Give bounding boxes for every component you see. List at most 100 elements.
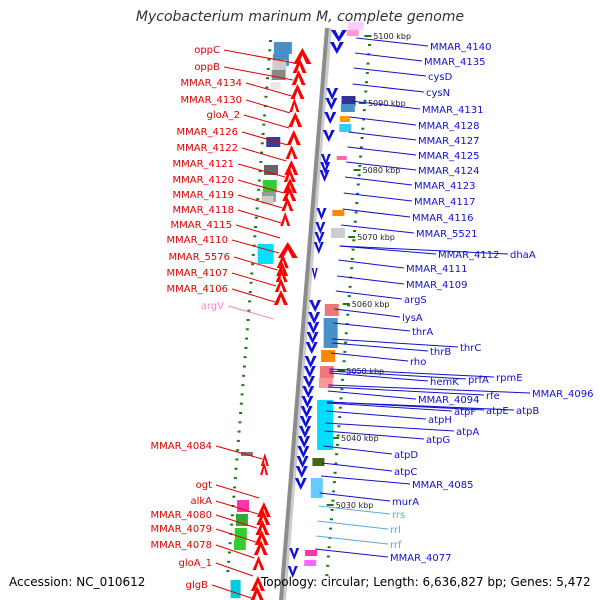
gene-arrow-forward <box>252 556 265 570</box>
gene-arrow-forward <box>273 290 288 305</box>
gene-label-right: dhaA <box>510 250 536 261</box>
gene-arrow-forward <box>291 70 306 85</box>
tick-mark-right <box>332 481 336 484</box>
gene-label-left: MMAR_4134 <box>181 78 243 89</box>
gene-block <box>266 137 281 147</box>
tick-mark-left <box>238 421 242 424</box>
gene-label-right: atpG <box>426 435 450 446</box>
leader-line-right <box>335 290 403 300</box>
gene-label-left: MMAR_4080 <box>151 510 213 521</box>
leader-line-right <box>330 352 409 362</box>
gene-arrow-forward <box>260 462 269 475</box>
gene-label-right: MMAR_4135 <box>424 57 486 68</box>
gene-label-left: MMAR_4079 <box>151 524 213 535</box>
gene-label-left: MMAR_4110 <box>167 235 229 246</box>
tick-mark-right <box>365 71 369 74</box>
gene-arrow-reverse <box>296 456 309 468</box>
gene-arrow-forward <box>282 178 297 193</box>
gene-label-right: MMAR_4131 <box>422 105 484 116</box>
gene-arrow-forward <box>250 576 265 591</box>
tick-mark-right <box>361 127 365 130</box>
gene-label-left: MMAR_4078 <box>151 540 213 551</box>
tick-mark-left <box>249 281 253 284</box>
leader-line-left <box>231 239 280 254</box>
gene-block <box>234 528 247 540</box>
gene-arrow-forward <box>274 278 287 292</box>
tick-mark-right <box>335 443 339 446</box>
gene-label-left: ogt <box>196 480 212 491</box>
tick-mark-left <box>245 328 249 331</box>
tick-mark-right <box>363 99 367 102</box>
leader-line-right <box>328 384 531 394</box>
tick-mark-right <box>359 155 363 158</box>
tick-mark-right <box>353 230 357 232</box>
leader-line-right <box>356 37 429 47</box>
tick-mark-left <box>259 160 263 163</box>
leader-line-left <box>215 484 260 499</box>
kbp-label: 5060 kbp <box>352 300 390 309</box>
tick-mark-right <box>326 564 330 567</box>
tick-mark-right <box>335 453 339 456</box>
gene-arrow-reverse <box>315 222 326 234</box>
gene-block <box>305 550 318 556</box>
leader-line-right <box>334 308 401 318</box>
gene-label-right: MMAR_4123 <box>414 181 476 192</box>
tick-mark-right <box>356 192 360 195</box>
gene-block <box>340 104 355 112</box>
kbp-label: 5090 kbp <box>368 99 406 108</box>
gene-arrow-reverse <box>324 112 337 124</box>
tick-mark-right <box>340 388 344 391</box>
gene-arrow-reverse <box>319 170 330 182</box>
gene-block <box>273 42 292 54</box>
gene-label-right: MMAR_4111 <box>406 264 468 275</box>
leader-line-left <box>215 445 263 460</box>
tick-mark-right <box>356 183 360 186</box>
gene-label-right: MMAR_4109 <box>406 280 468 291</box>
gene-block <box>346 30 359 36</box>
tick-mark-left <box>233 486 237 489</box>
gene-label-right: prfA <box>468 375 489 386</box>
gene-arrow-reverse <box>316 208 327 220</box>
gene-label-left: MMAR_4130 <box>181 95 243 106</box>
tick-mark-left <box>257 188 261 191</box>
tick-mark-left <box>267 58 271 61</box>
leader-line-right <box>353 67 427 77</box>
gene-block <box>317 400 334 450</box>
tick-mark-right <box>350 267 354 270</box>
tick-mark-left <box>266 77 269 80</box>
gene-arrow-reverse <box>301 396 314 408</box>
leader-line-right <box>341 224 415 234</box>
leader-line-right <box>339 245 509 255</box>
tick-mark-right <box>365 81 368 84</box>
gene-label-right: MMAR_4116 <box>412 213 474 224</box>
tick-mark-right <box>327 546 331 549</box>
tick-mark-left <box>239 412 243 414</box>
gene-arrow-forward <box>276 262 289 276</box>
tick-mark-right <box>358 164 362 167</box>
gene-label-right: atpF <box>454 407 476 418</box>
tick-mark-left <box>246 319 250 321</box>
gene-arrow-reverse <box>313 242 324 254</box>
gene-block <box>261 196 274 204</box>
gene-arrow-forward <box>290 84 305 99</box>
gene-block <box>321 350 336 362</box>
tick-mark-left <box>248 300 252 303</box>
gene-block <box>312 458 325 466</box>
tick-mark-right <box>366 62 370 65</box>
tick-mark-right <box>334 462 338 465</box>
gene-label-right: rrs <box>392 510 405 521</box>
gene-arrow-forward <box>255 520 270 535</box>
tick-mark-right <box>331 499 335 502</box>
leader-line-right <box>354 52 423 62</box>
gene-label-right: MMAR_4094 <box>418 395 480 406</box>
leader-line-right <box>338 259 405 269</box>
page-title: Mycobacterium marinum M, complete genome <box>135 9 465 25</box>
leader-line-right <box>331 338 459 348</box>
gene-block <box>268 112 279 118</box>
tick-mark-left <box>239 402 243 405</box>
gene-label-left: MMAR_4115 <box>171 220 233 231</box>
gene-label-right: MMAR_4117 <box>414 197 476 208</box>
gene-label-left: glgB <box>186 580 208 591</box>
tick-mark-left <box>240 393 244 396</box>
